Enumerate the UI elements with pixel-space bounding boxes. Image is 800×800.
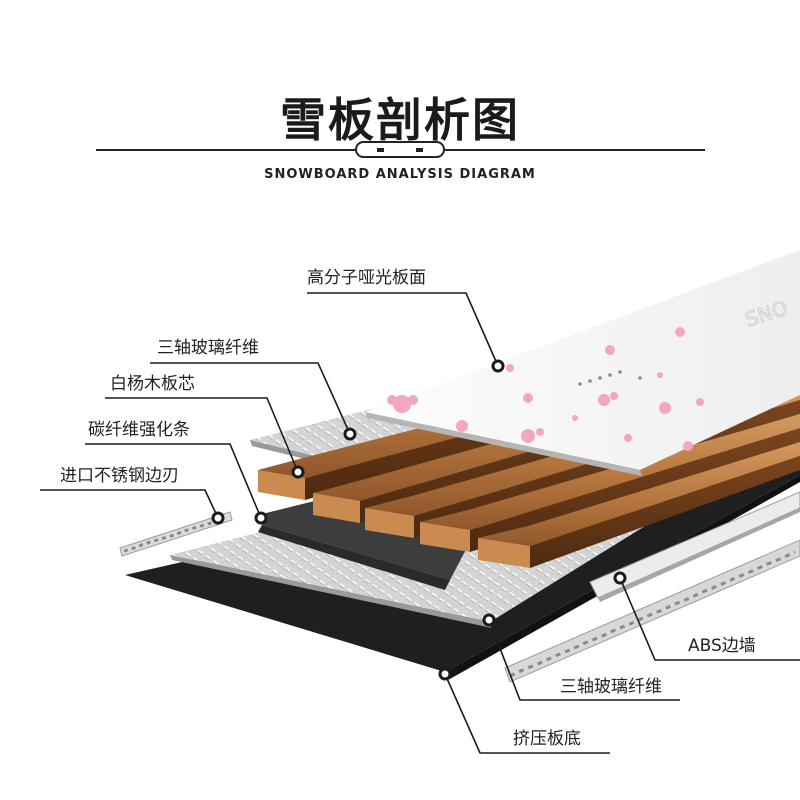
- label-core: 白杨木板芯: [110, 374, 195, 394]
- marker-triax-top: [345, 429, 355, 439]
- marker-topsheet: [493, 361, 503, 371]
- marker-base: [440, 669, 450, 679]
- snowboard-icon: [356, 142, 444, 157]
- marker-triax-bottom: [484, 615, 494, 625]
- marker-edge: [213, 513, 223, 523]
- marker-carbon: [256, 513, 266, 523]
- label-triax-bottom: 三轴玻璃纤维: [560, 677, 662, 697]
- label-sidewall: ABS边墙: [688, 636, 756, 656]
- label-base: 挤压板底: [513, 729, 581, 749]
- label-carbon: 碳纤维强化条: [88, 420, 190, 440]
- leader-topsheet: [307, 293, 498, 366]
- label-triax-top: 三轴玻璃纤维: [157, 338, 259, 358]
- leader-edge: [40, 490, 218, 518]
- marker-sidewall: [615, 573, 625, 583]
- marker-core: [293, 467, 303, 477]
- label-edge: 进口不锈钢边刃: [60, 466, 179, 486]
- label-topsheet: 高分子哑光板面: [307, 268, 426, 288]
